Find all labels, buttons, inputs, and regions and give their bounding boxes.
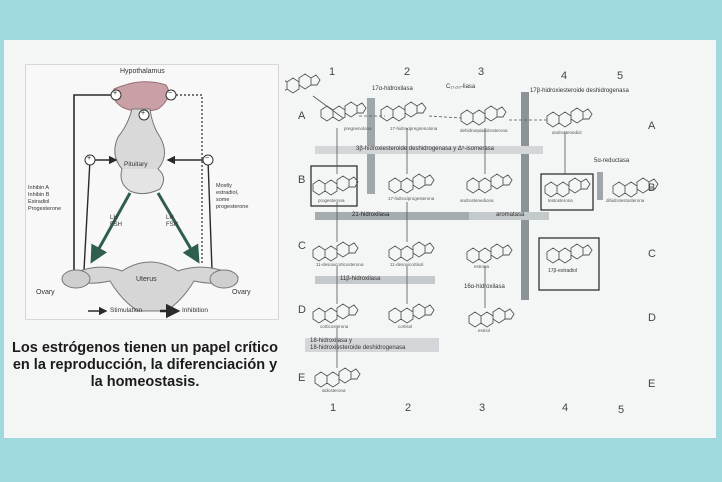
col-label-5: 5 <box>617 70 624 82</box>
compound-11-desoxicorticosterona: 11-desoxicorticosterona <box>316 262 364 267</box>
col-label-3: 3 <box>478 66 485 78</box>
row-label-a-right: A <box>648 120 656 132</box>
row-label-e-right: E <box>648 378 656 390</box>
enzyme-18-hidroxilasa: 18-hidroxilasa y 18-hidroxiesteroide des… <box>310 338 406 351</box>
compound-11-desoxicortisol: 11-desoxicortisol <box>390 262 424 267</box>
pituitary-label: Pituitary <box>124 161 148 168</box>
flow-arrows <box>312 95 566 368</box>
compound-progesterona: progesterona <box>318 198 345 203</box>
sign-circles <box>84 89 214 166</box>
compound-17-oh-pregnenolona: 17-hidroxipregnenolona <box>390 126 438 131</box>
col-label-2: 2 <box>404 66 411 78</box>
row-label-c-right: C <box>648 248 656 260</box>
enzyme-bar-horizontal-1 <box>315 146 543 154</box>
enzyme-bar-horizontal-4 <box>315 276 435 284</box>
sign-1: + <box>113 90 118 97</box>
enzyme-bar-vertical-2 <box>521 92 529 300</box>
enzyme-5a-reductasa: 5α-reductasa <box>594 158 630 164</box>
enzyme-bar-horizontal-2 <box>315 212 475 220</box>
compound-aldosterona: aldosterona <box>322 388 346 393</box>
lh-fsh-right-label: LH FSH <box>166 215 178 228</box>
hypothalamus-label: Hypothalamus <box>120 68 165 75</box>
col-label-1-bottom: 1 <box>330 402 337 414</box>
enzyme-17b-hsd: 17β-hidroxiesteroide deshidrogenasa <box>530 88 629 94</box>
steroid-pathway-diagram <box>285 73 659 388</box>
row-label-b-right: B <box>648 182 656 194</box>
enzyme-bar-horizontal-3 <box>469 212 549 220</box>
compound-androstenediona: androstenediona <box>460 198 494 203</box>
enzyme-aromatasa: aromatasa <box>496 212 525 218</box>
col-label-5-bottom: 5 <box>618 404 625 416</box>
compound-17-oh-progesterona: 17-hidroxiprogesterona <box>388 196 435 201</box>
compound-androstenediol: androstenediol <box>552 130 582 135</box>
row-label-d-right: D <box>648 312 656 324</box>
row-label-e: E <box>298 372 306 384</box>
feedback-right-label: Mostly estradiol, some progesterone <box>216 183 249 210</box>
col-label-3-bottom: 3 <box>479 402 486 414</box>
col-label-2-bottom: 2 <box>405 402 412 414</box>
feedback-left-label: Inhibin A Inhibin B Estradiol Progestero… <box>28 185 62 212</box>
compound-estrona: estrona <box>474 264 490 269</box>
compound-dhea: dehidroepiandrosterona <box>460 128 508 133</box>
ovary-left-shape <box>61 269 91 289</box>
compound-pregnenolona: pregnenolona <box>344 126 372 131</box>
hypothalamus-shape <box>112 81 170 113</box>
legend-inhibition-label: Inhibition <box>182 307 209 314</box>
lh-fsh-left-label: LH FSH <box>110 215 122 228</box>
steroid-skeletons <box>285 73 659 388</box>
sign-3: + <box>87 155 92 162</box>
enzyme-3b-hsd: 3β-hidroxiesteroide deshidrogenasa y Δ⁵-… <box>356 146 495 152</box>
hpo-axis-drawing <box>61 81 240 319</box>
testosterone-box <box>540 173 594 211</box>
compound-dihidrotestosterona: dihidrotestosterona <box>606 198 645 203</box>
sign-5: + <box>141 110 146 117</box>
compound-estriol: estriol <box>478 328 491 333</box>
row-label-c: C <box>298 240 306 252</box>
sign-2: − <box>168 90 173 97</box>
sign-4: − <box>205 155 210 162</box>
row-label-b: B <box>298 174 306 186</box>
enzyme-21-hidroxilasa: 21-hidroxilasa <box>352 212 390 218</box>
compound-corticosterona: corticosterona <box>320 324 349 329</box>
compound-testosterona: testosterona <box>548 198 573 203</box>
slide-caption: Los estrógenos tienen un papel crítico e… <box>12 340 278 390</box>
enzyme-bar-horizontal-5 <box>305 338 439 352</box>
compound-cortisol: cortisol <box>398 324 413 329</box>
ovary-left-label: Ovary <box>36 289 55 296</box>
uterus-shape <box>65 261 240 312</box>
col-label-4: 4 <box>561 70 568 82</box>
enzyme-17a-hidroxilasa: 17α-hidroxilasa <box>372 86 413 92</box>
enzyme-11b-hidroxilasa: 11β-hidroxilasa <box>340 276 381 282</box>
uterus-label: Uterus <box>136 276 157 283</box>
ovary-right-label: Ovary <box>232 289 251 296</box>
compound-17b-estradiol: 17β-estradiol <box>548 268 578 274</box>
enzyme-c17-20-liasa: C₁₇,₂₀-liasa <box>446 84 476 90</box>
row-label-d: D <box>298 304 306 316</box>
row-label-a: A <box>298 110 306 122</box>
enzyme-16a-hidroxilasa: 16α-hidroxilasa <box>464 284 505 290</box>
legend-stimulation-label: Stimulation <box>110 307 143 314</box>
col-label-1: 1 <box>329 66 336 78</box>
progesterone-box <box>310 165 358 207</box>
estradiol-box <box>538 237 600 291</box>
enzyme-bar-vertical-3 <box>597 172 603 200</box>
hpo-axis-figure: Hypothalamus Pituitary Uterus Ovary Ovar… <box>25 64 279 320</box>
ovary-right-shape <box>209 269 239 289</box>
col-label-4-bottom: 4 <box>562 402 569 414</box>
